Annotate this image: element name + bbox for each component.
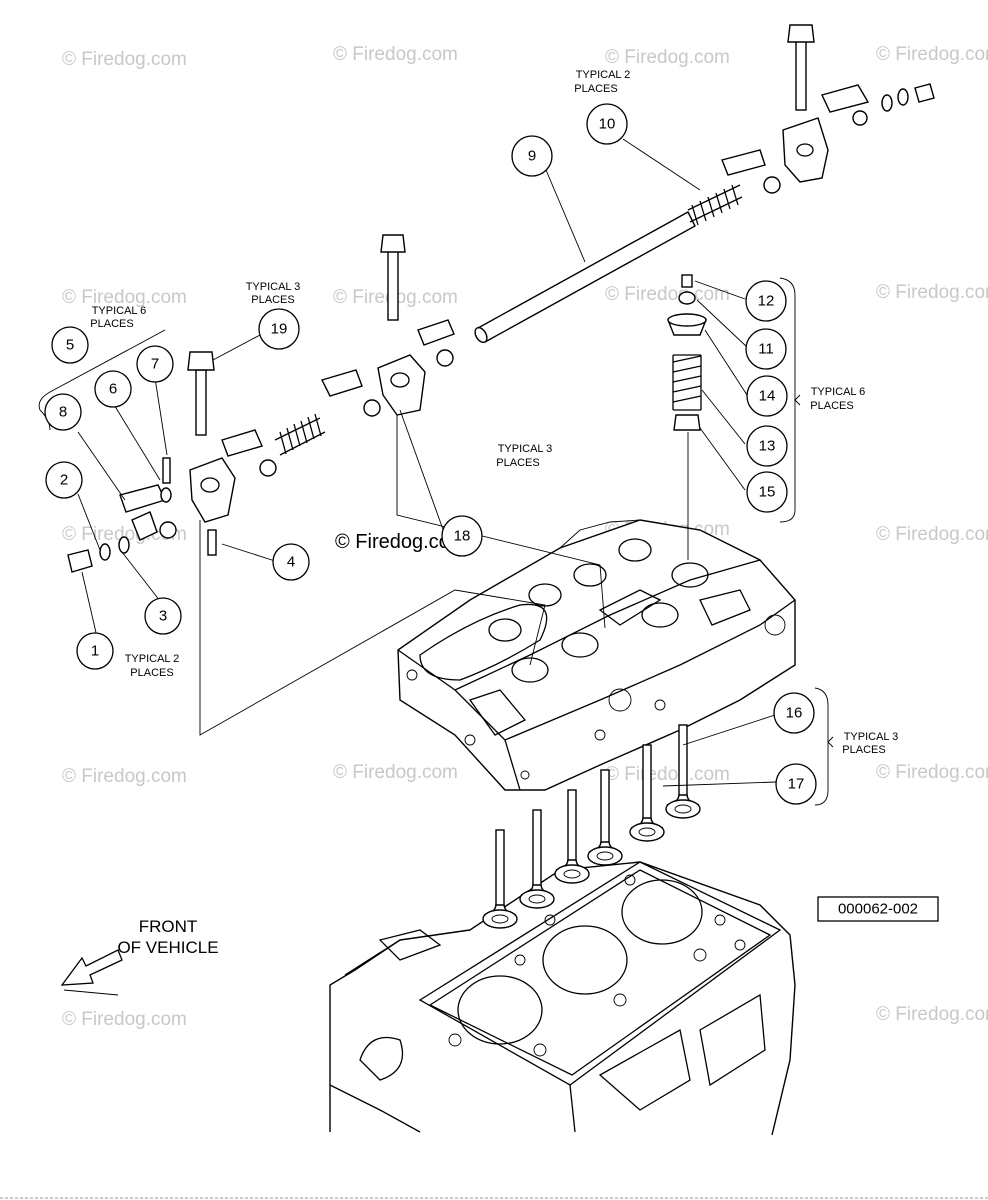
- callout-number-8: 8: [59, 404, 67, 421]
- callout-number-7: 7: [151, 356, 159, 373]
- watermark-text: © Firedog.com: [333, 44, 458, 65]
- watermark-text: © Firedog.com: [876, 1004, 988, 1025]
- valve: [482, 829, 518, 929]
- callout-number-9: 9: [528, 148, 536, 165]
- note-typical-3-bolt-l1: TYPICAL 3: [246, 281, 301, 293]
- watermark-text: © Firedog.com: [62, 287, 187, 308]
- valve: [629, 744, 665, 842]
- callout-number-1: 1: [91, 643, 99, 660]
- front-arrow-icon: [60, 949, 123, 996]
- cylinder-head: [397, 519, 796, 791]
- note-typical-6-right-l1: TYPICAL 6: [811, 386, 866, 398]
- callout-circle-18: [441, 515, 483, 557]
- valve: [554, 789, 590, 884]
- note-typical-3-support-l1: TYPICAL 3: [498, 443, 553, 455]
- callout-number-4: 4: [287, 554, 295, 571]
- callout-circle-12: [745, 280, 787, 322]
- callout-number-15: 15: [759, 484, 776, 501]
- rocker-support-left: [189, 457, 236, 523]
- callout-circle-15: [746, 471, 788, 513]
- front-label-line2: OF VEHICLE: [117, 938, 218, 957]
- note-typical-3-valves-l2: PLACES: [842, 744, 885, 756]
- callout-number-17: 17: [788, 776, 805, 793]
- valve-spring-stack: [666, 274, 708, 560]
- watermark-text: © Firedog.com: [876, 282, 988, 303]
- callout-number-12: 12: [758, 293, 775, 310]
- reference-number: 000062-002: [838, 901, 918, 918]
- callout-circle-17: [775, 763, 817, 805]
- watermark-text: © Firedog.com: [62, 766, 187, 787]
- valve: [519, 809, 555, 909]
- note-typical-3-valves-l1: TYPICAL 3: [844, 731, 899, 743]
- callout-circle-16: [773, 692, 815, 734]
- note-typical-2-bottom-l2: PLACES: [130, 667, 173, 679]
- support-bolt-left: [195, 369, 207, 436]
- callout-circle-10: [586, 103, 628, 145]
- callout-number-11: 11: [758, 341, 774, 358]
- reference-box: [817, 896, 939, 922]
- callout-number-5: 5: [66, 337, 74, 354]
- watermark-text: © Firedog.com: [605, 284, 730, 305]
- support-bolt-middle: [387, 249, 399, 321]
- rocker-support-right: [782, 117, 829, 183]
- watermark-text: © Firedog.com: [605, 47, 730, 68]
- callout-number-6: 6: [109, 381, 117, 398]
- note-typical-3-support-l2: PLACES: [496, 457, 539, 469]
- engine-block: [329, 861, 796, 1136]
- shaft-spring-middle: [274, 413, 326, 456]
- callout-number-16: 16: [786, 705, 803, 722]
- callout-circle-8: [44, 393, 82, 431]
- callout-number-13: 13: [759, 438, 776, 455]
- callout-circle-4: [272, 543, 310, 581]
- callout-circle-13: [746, 425, 788, 467]
- callout-circle-5: [51, 326, 89, 364]
- note-typical-6-left-l2: PLACES: [90, 318, 133, 330]
- rocker-shaft-assembly: [67, 24, 935, 573]
- note-typical-6-right-l2: PLACES: [810, 400, 853, 412]
- watermark-text: © Firedog.com: [876, 762, 988, 783]
- callout-number-2: 2: [60, 472, 68, 489]
- callout-circle-3: [144, 597, 182, 635]
- callout-number-3: 3: [159, 608, 167, 625]
- note-typical-2-top-l1: TYPICAL 2: [576, 69, 631, 81]
- watermark-text: © Firedog.com: [62, 49, 187, 70]
- shaft-spring-right: [687, 184, 743, 226]
- callout-circle-1: [76, 632, 114, 670]
- note-typical-3-bolt-l2: PLACES: [251, 294, 294, 306]
- callout-circle-14: [746, 375, 788, 417]
- center-copyright: © Firedog.com: [335, 531, 466, 553]
- note-typical-6-left-l1: TYPICAL 6: [92, 305, 147, 317]
- front-label-line1: FRONT: [139, 917, 198, 936]
- callout-circle-6: [94, 370, 132, 408]
- watermark-layer: © Firedog.com © Firedog.com © Firedog.com ©…: [62, 44, 988, 1030]
- callout-circle-11: [745, 328, 787, 370]
- valve: [665, 724, 701, 819]
- watermark-text: © Firedog.com: [876, 44, 988, 65]
- leader-lines: [38, 138, 834, 806]
- valve: [587, 769, 623, 866]
- watermark-text: © Firedog.com: [605, 764, 730, 785]
- note-typical-2-top-l2: PLACES: [574, 83, 617, 95]
- callout-number-18: 18: [454, 528, 471, 545]
- watermark-text: © Firedog.com: [62, 1009, 187, 1030]
- callout-circle-9: [511, 135, 553, 177]
- callout-number-10: 10: [599, 116, 616, 133]
- callout-circle-7: [136, 345, 174, 383]
- callout-circle-2: [45, 461, 83, 499]
- callout-number-14: 14: [759, 388, 776, 405]
- callout-number-19: 19: [271, 321, 288, 338]
- rocker-shaft: [477, 211, 696, 343]
- callout-circle-19: [258, 308, 300, 350]
- watermark-text: © Firedog.com: [333, 762, 458, 783]
- note-typical-2-bottom-l1: TYPICAL 2: [125, 653, 180, 665]
- watermark-text: © Firedog.com: [876, 524, 988, 545]
- valves: [482, 724, 701, 929]
- rocker-support-middle: [377, 354, 426, 416]
